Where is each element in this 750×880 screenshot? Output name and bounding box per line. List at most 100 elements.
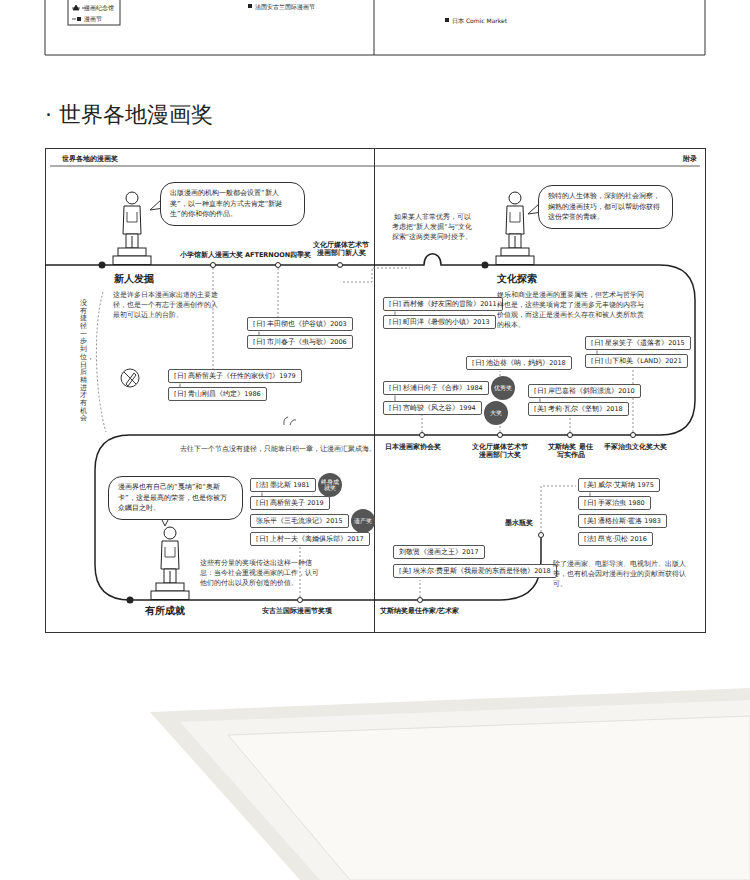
award-box-text: [日] 池边葵《呐，妈妈》2018 — [472, 359, 566, 367]
label: 墨水瓶奖 — [505, 519, 533, 527]
label-text: 日本漫画家协会奖 — [385, 443, 441, 451]
award-box: [日] 手冢治虫 1980 — [578, 496, 651, 510]
award-box: [法] 昂克·贝松 2016 — [578, 532, 653, 546]
label: 日本漫画家协会奖 — [385, 443, 441, 451]
award-box: [美] 埃米尔·费里斯《我最爱的东西是怪物》2018 — [393, 564, 557, 578]
award-box: [日] 岸巴嘉裕《斜阳漂流》2010 — [528, 384, 641, 398]
award-box-text: [美] 埃米尔·费里斯《我最爱的东西是怪物》2018 — [399, 567, 551, 575]
label: 娱乐和商业是漫画的重要属性，但艺术与哲学同样也是，这些奖项肯定了漫画多元丰饶的内… — [497, 290, 647, 330]
award-box-text: [日] 手冢治虫 1980 — [584, 499, 645, 507]
label-text: 娱乐和商业是漫画的重要属性，但艺术与哲学同样也是，这些奖项肯定了漫画多元丰饶的内… — [497, 291, 644, 329]
label: 去往下一个节点没有捷径，只能靠日积一章，让漫画汇聚成海。 — [180, 444, 376, 454]
legend-entry: 漫画节 — [84, 15, 102, 24]
award-box: [法] 墨比斯 1981 — [250, 478, 316, 492]
label: 这些有分量的奖项传达出这样一种信息：当今社会重视漫画家的工作，认可他们的付出以及… — [200, 558, 325, 588]
label: 没有捷径一步到位，日后精进才有机会 — [80, 300, 87, 423]
award-box: [美] 考莉·瓦尔《坚韧》2018 — [528, 402, 629, 416]
label: 艾斯纳奖最佳作家/艺术家 — [380, 607, 459, 615]
award-box: [日] 高桥留美子《任性的家伙们》1979 — [168, 369, 302, 383]
award-box-text: [日] 市川春子《虫与歌》2006 — [253, 338, 347, 346]
award-badge-text: 遗产奖 — [354, 518, 372, 524]
page-title: · 世界各地漫画奖 — [45, 100, 213, 130]
label: 日本 Comic Market — [452, 17, 507, 26]
award-box-text: [日] 山下和美《LAND》2021 — [591, 357, 682, 365]
award-box-text: [法] 墨比斯 1981 — [256, 481, 310, 489]
speech-bubble-text: 独特的人生体验，深刻的社会洞察，娴熟的漫画技巧，都可以帮助你获得这份荣誉的青睐。 — [548, 192, 660, 221]
award-badge-text: 优秀奖 — [494, 385, 512, 391]
award-box-text: [日] 高桥留美子 2019 — [256, 499, 324, 507]
award-box-text: [日] 丰田彻也《护谷镇》2003 — [253, 320, 347, 328]
label-text: 艾斯纳奖 最佳写实作品 — [548, 443, 592, 459]
label: 小学馆新人漫画大奖 — [180, 251, 243, 259]
award-box-text: 刘敬贤《漫画之王》2017 — [399, 548, 479, 556]
speech-bubble: 漫画界也有自己的“戛纳”和“奥斯卡”，这是最高的荣誉，也是你被万众瞩目之时。 — [108, 476, 243, 520]
speech-bubble-text: 出版漫画的机构一般都会设置“新人奖”，以一种直率的方式去肯定“新诞生”的你和你的… — [170, 189, 282, 218]
label-text: 这些有分量的奖项传达出这样一种信息：当今社会重视漫画家的工作，认可他们的付出以及… — [200, 559, 319, 587]
title-text: · 世界各地漫画奖 — [45, 102, 213, 127]
award-box-text: [日] 星泉笑子《遗落者》2015 — [591, 339, 685, 347]
label-text: 世界各地的漫画奖 — [62, 155, 118, 163]
label-text: 这是许多日本漫画家出道的主要途径，也是一个有志于漫画创作的人最初可以迈上的台阶。 — [113, 291, 218, 319]
award-box-text: [日] 岸巴嘉裕《斜阳漂流》2010 — [534, 387, 635, 395]
award-box: [日] 高桥留美子 2019 — [250, 496, 330, 510]
award-box: [日] 上村一夫《离婚俱乐部》2017 — [250, 532, 370, 546]
award-box: [日] 山下和美《LAND》2021 — [585, 354, 688, 368]
speech-bubble-text: 漫画界也有自己的“戛纳”和“奥斯卡”，这是最高的荣誉，也是你被万众瞩目之时。 — [118, 483, 227, 512]
label: 如果某人非常优秀，可以考虑把“新人发掘”与“文化探索”这两类奖同时授予。 — [391, 212, 473, 242]
award-badge: 终身成就奖 — [318, 473, 342, 497]
award-box-text: [美] 潘格拉斯·霍洛 1983 — [584, 517, 661, 525]
label: 这是许多日本漫画家出道的主要途径，也是一个有志于漫画创作的人最初可以迈上的台阶。 — [113, 290, 223, 320]
award-box: [美] 威尔·艾斯纳 1975 — [578, 478, 660, 492]
award-box-text: [美] 威尔·艾斯纳 1975 — [584, 481, 654, 489]
speech-bubble: 独特的人生体验，深刻的社会洞察，娴熟的漫画技巧，都可以帮助你获得这份荣誉的青睐。 — [538, 185, 673, 229]
award-box-text: [日] 町田洋《暑假的小镇》2013 — [389, 318, 490, 326]
label-text: 新人发掘 — [114, 273, 154, 284]
award-box: [日] 青山刚昌《约定》1986 — [168, 387, 267, 401]
label-text: 艾斯纳奖最佳作家/艺术家 — [380, 607, 459, 615]
label: 文化厅媒体艺术节 漫画部门大奖 — [471, 443, 529, 460]
label-text: 日本 Comic Market — [452, 17, 507, 24]
award-box-text: 张乐平《三毛流浪记》2015 — [256, 517, 343, 525]
award-box: [日] 池边葵《呐，妈妈》2018 — [466, 356, 572, 370]
award-box-text: [日] 上村一夫《离婚俱乐部》2017 — [256, 535, 364, 543]
award-box: [日] 宫崎骏《风之谷》1994 — [383, 401, 482, 415]
award-box-text: [日] 西村修《好友国的冒险》2011 — [389, 300, 497, 308]
legend-text: 漫画纪念馆 — [84, 4, 114, 11]
award-box: 张乐平《三毛流浪记》2015 — [250, 514, 349, 528]
label: 文化探索 — [497, 272, 537, 286]
label: 有所成就 — [145, 604, 185, 618]
label-text: 文化厅媒体艺术节 漫画部门新人奖 — [313, 241, 369, 257]
label: 艾斯纳奖 最佳写实作品 — [548, 443, 593, 460]
award-box-text: [法] 昂克·贝松 2016 — [584, 535, 647, 543]
label-text: 有所成就 — [145, 605, 185, 616]
award-box-text: [日] 高桥留美子《任性的家伙们》1979 — [174, 372, 296, 380]
award-badge: 遗产奖 — [351, 509, 375, 533]
award-box: 刘敬贤《漫画之王》2017 — [393, 545, 485, 559]
label: 新人发掘 — [114, 272, 154, 286]
award-badge: 大奖 — [484, 401, 508, 425]
label-text: 墨水瓶奖 — [505, 519, 533, 527]
label: AFTERNOON四季奖 — [245, 251, 311, 259]
label-text: 安古兰国际漫画节奖项 — [262, 607, 332, 615]
label: 安古兰国际漫画节奖项 — [262, 607, 332, 615]
label-text: 如果某人非常优秀，可以考虑把“新人发掘”与“文化探索”这两类奖同时授予。 — [392, 213, 472, 241]
label-text: 除了漫画家、电影导演、电视制片、出版人等，也有机会因对漫画行业的贡献而获得认可。 — [553, 560, 686, 588]
award-box: [日] 市川春子《虫与歌》2006 — [247, 335, 353, 349]
award-box: [日] 西村修《好友国的冒险》2011 — [383, 297, 503, 311]
award-box: [日] 杉浦日向子《合葬》1984 — [383, 381, 489, 395]
label: 手冢治虫文化奖大奖 — [604, 443, 667, 451]
award-badge: 优秀奖 — [491, 376, 515, 400]
label-text: 附录 — [683, 155, 697, 163]
label: 文化厅媒体艺术节 漫画部门新人奖 — [312, 241, 370, 258]
label: 除了漫画家、电影导演、电视制片、出版人等，也有机会因对漫画行业的贡献而获得认可。 — [553, 559, 688, 589]
label-text: 没有捷径一步到位，日后精进才有机会 — [80, 299, 94, 422]
award-box-text: [日] 宫崎骏《风之谷》1994 — [389, 404, 476, 412]
label: 法国安古兰国际漫画节 — [255, 3, 315, 12]
label: 世界各地的漫画奖 — [62, 155, 118, 163]
legend-text: 漫画节 — [84, 15, 102, 22]
award-badge-text: 终身成就奖 — [320, 479, 340, 492]
award-box: [日] 星泉笑子《遗落者》2015 — [585, 336, 691, 350]
speech-bubble: 出版漫画的机构一般都会设置“新人奖”，以一种直率的方式去肯定“新诞生”的你和你的… — [160, 182, 305, 226]
